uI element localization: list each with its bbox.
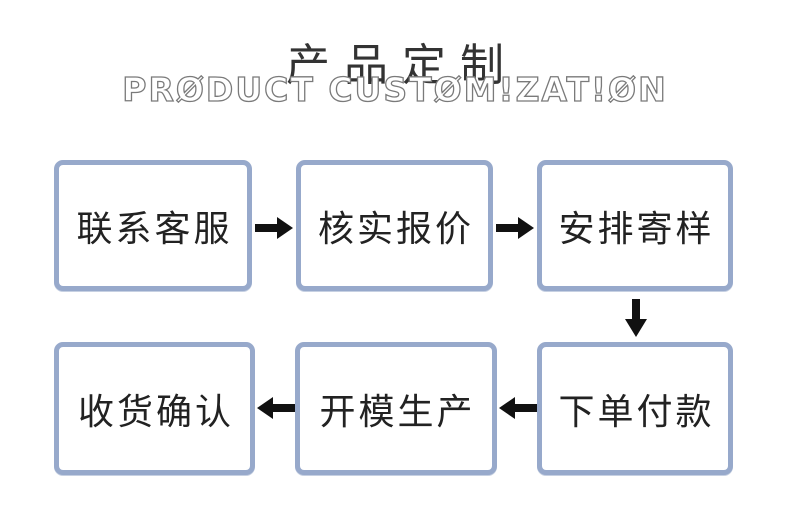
arrow-right-icon xyxy=(255,217,293,239)
page-title: 产品定制 xyxy=(286,41,518,91)
arrow-left-icon xyxy=(499,397,537,419)
flow-step-mold-production: 开模生产 xyxy=(295,342,497,475)
flow-step-label: 开模生产 xyxy=(319,391,476,432)
flow-step-receipt-confirmation: 收货确认 xyxy=(54,342,255,475)
flow-step-label: 联系客服 xyxy=(76,208,233,249)
flow-step-order-payment: 下单付款 xyxy=(537,342,733,475)
flow-step-contact-support: 联系客服 xyxy=(54,160,252,291)
arrow-left-icon xyxy=(257,397,295,419)
flow-step-label: 安排寄样 xyxy=(558,208,715,249)
flow-step-verify-quote: 核实报价 xyxy=(296,160,493,291)
flow-step-label: 收货确认 xyxy=(77,391,234,432)
page-subtitle: PRØDUCT CUSTØM!ZAT!ØN xyxy=(122,70,668,109)
flow-step-label: 下单付款 xyxy=(558,391,715,432)
flow-step-send-sample: 安排寄样 xyxy=(537,160,733,291)
flow-step-label: 核实报价 xyxy=(317,208,474,249)
arrow-down-icon xyxy=(625,299,647,337)
arrow-right-icon xyxy=(496,217,534,239)
